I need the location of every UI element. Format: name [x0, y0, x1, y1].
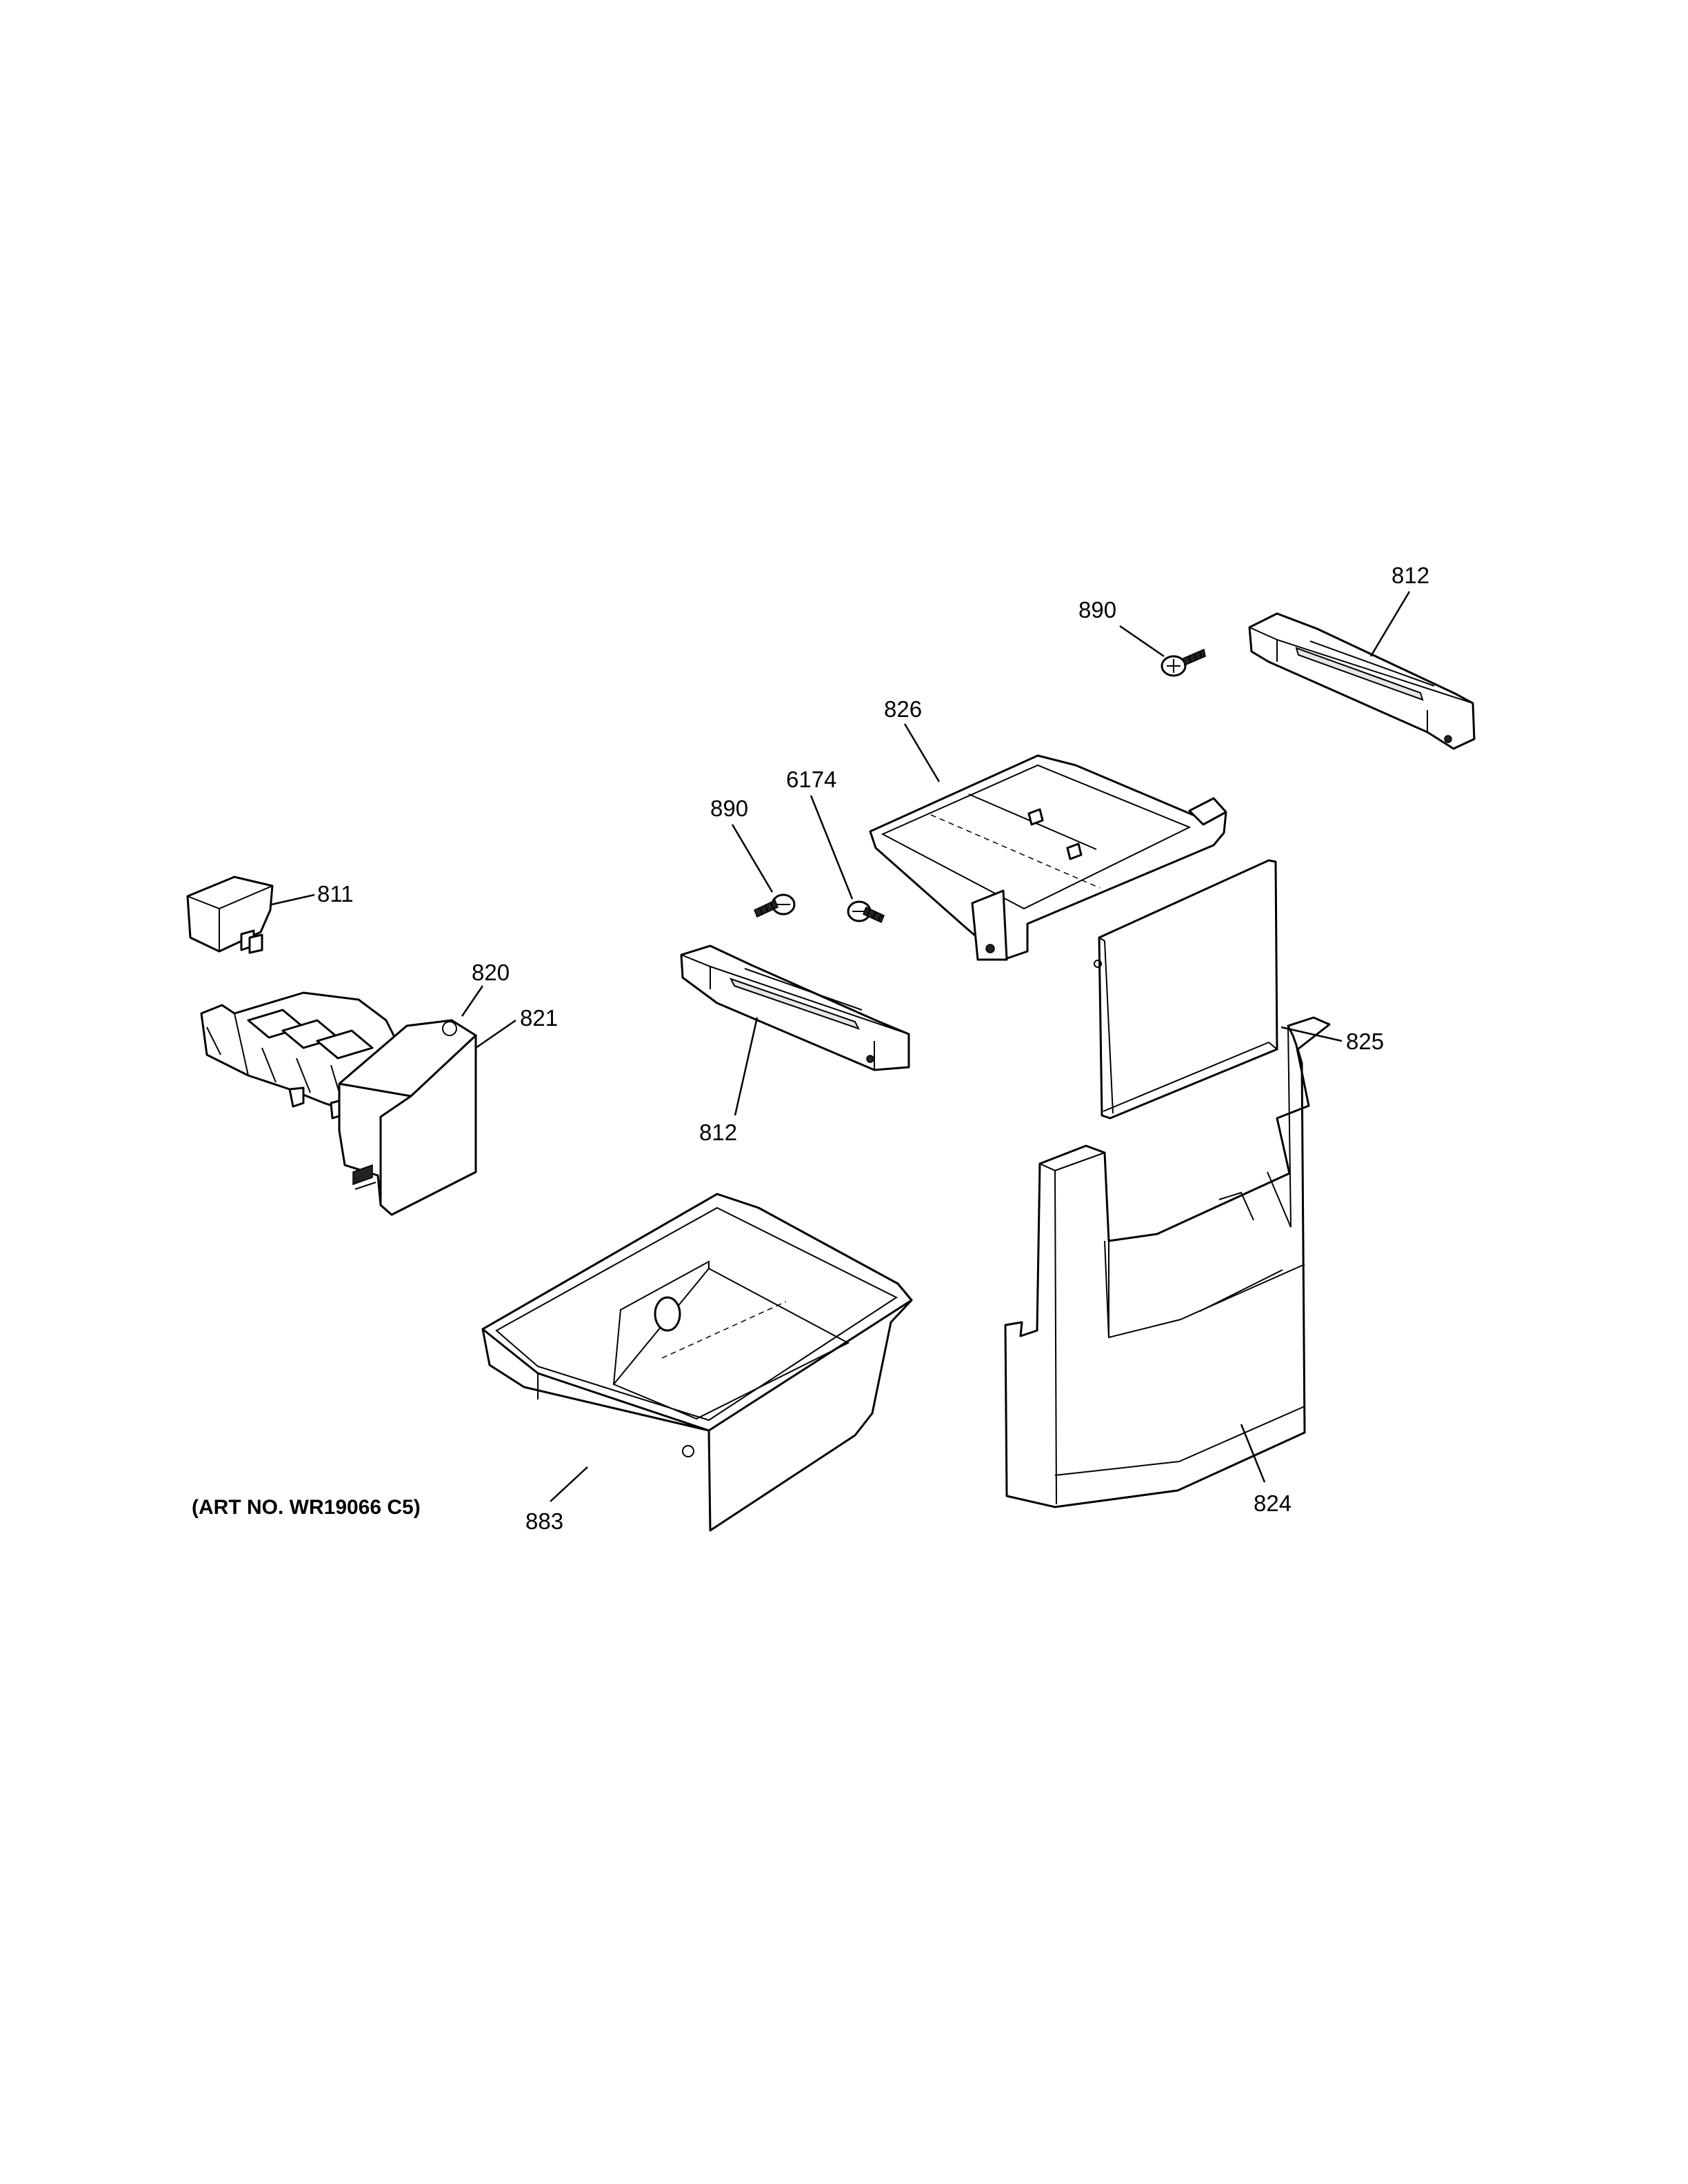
leader-826: [903, 723, 941, 782]
callout-883: 883: [525, 1508, 563, 1534]
callout-826: 826: [884, 696, 922, 722]
part-812-rail-upper: [1248, 612, 1476, 750]
leader-890-upper: [1119, 625, 1165, 658]
screw-890-lower: [754, 893, 796, 918]
screw-890-upper: [1160, 648, 1206, 677]
part-811-clip: [186, 876, 274, 954]
part-883-ice-bucket: [481, 1193, 913, 1532]
leader-lines: [271, 591, 1411, 1502]
leader-825: [1280, 1026, 1343, 1042]
callout-824: 824: [1254, 1490, 1292, 1516]
leader-6174: [810, 795, 854, 900]
part-824-shroud: [1004, 1016, 1331, 1508]
part-812-rail-lower: [680, 944, 910, 1071]
leader-811: [271, 893, 315, 906]
leader-824: [1240, 1424, 1266, 1483]
callout-labels: 890 812 826 890 6174 811 820 821 812 825…: [317, 563, 1429, 1534]
callout-820: 820: [472, 960, 510, 985]
leader-820: [461, 985, 484, 1017]
leader-812-lower: [734, 1017, 758, 1116]
callout-812-lower: 812: [699, 1120, 737, 1145]
callout-825: 825: [1346, 1029, 1384, 1054]
callout-821: 821: [520, 1005, 558, 1031]
callout-890-lower: 890: [710, 796, 748, 821]
leader-883: [550, 1466, 588, 1502]
callout-890-upper: 890: [1078, 597, 1116, 623]
part-825-cover: [1094, 859, 1278, 1120]
callout-812-upper: 812: [1391, 563, 1429, 588]
leader-812-upper: [1369, 591, 1411, 657]
screw-6174: [847, 900, 885, 924]
leader-821: [475, 1019, 516, 1049]
part-820-ice-maker: [200, 991, 477, 1216]
callout-6174: 6174: [786, 767, 836, 792]
leader-890-lower: [731, 824, 774, 893]
callout-811: 811: [317, 881, 354, 907]
art-number: (ART NO. WR19066 C5): [192, 1496, 421, 1519]
part-826-frame: [869, 754, 1227, 961]
